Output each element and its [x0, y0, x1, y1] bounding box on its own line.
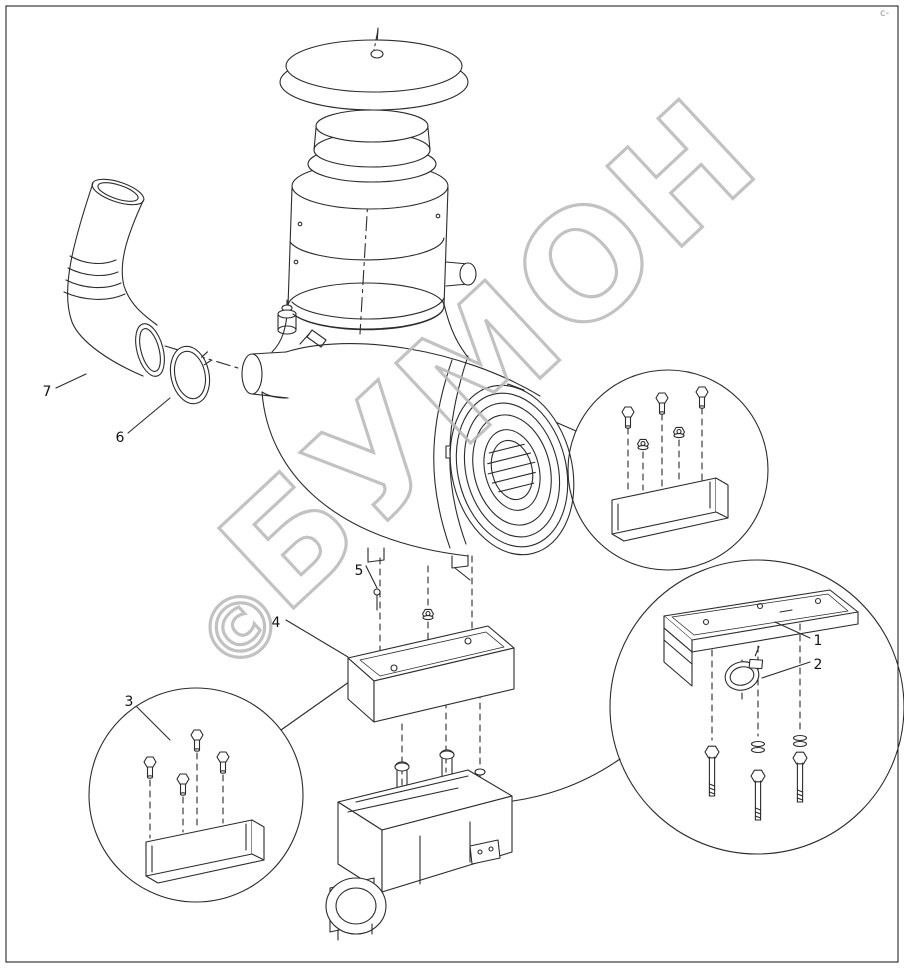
hose-clamp-ring: [169, 345, 212, 405]
air-cleaner-neck: [307, 109, 437, 183]
canister-end-louvers: [449, 384, 575, 556]
assembly-dashed-lines: [379, 555, 481, 787]
callout-2: 2: [814, 657, 823, 673]
callout-6: 6: [116, 430, 125, 446]
intake-elbow-hose: [63, 178, 165, 377]
callout-1: 1: [814, 633, 823, 649]
callout-leader-lines: [55, 373, 811, 679]
callout-3: 3: [125, 694, 134, 710]
corner-text: с-: [880, 8, 889, 19]
callout-5: 5: [355, 563, 364, 579]
callout-4: 4: [272, 615, 281, 631]
upper-band-clamp: [291, 297, 445, 348]
intake-manifold-assembly: [325, 749, 513, 941]
precleaner-cap: [279, 29, 469, 111]
mounting-bracket-part-4: [347, 625, 515, 723]
vacuum-valve: [277, 299, 297, 335]
detail-circle-plate-and-clamp: [609, 559, 904, 855]
hardware-part-5: [373, 588, 435, 621]
callout-7: 7: [43, 384, 52, 400]
detail-circle-channel-bracket: [567, 369, 769, 571]
detail-circle-bolts: [88, 687, 304, 903]
air-cleaner-canister: [241, 343, 575, 581]
